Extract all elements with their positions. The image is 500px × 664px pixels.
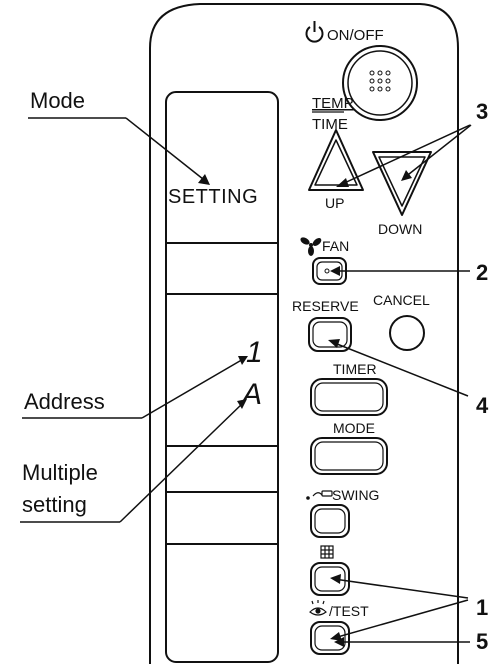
eye-icon <box>309 600 327 616</box>
swing-label: SWING <box>332 487 379 503</box>
reserve-button[interactable] <box>308 317 352 352</box>
remote-body <box>149 3 459 664</box>
arrowhead <box>237 399 247 409</box>
arrowhead <box>328 339 340 348</box>
on-off-label: ON/OFF <box>327 27 384 44</box>
fan-icon <box>300 237 322 256</box>
callout-leader <box>141 357 246 419</box>
callout-multiple-setting-line1: Multiple <box>22 460 98 485</box>
arrowhead <box>336 178 349 187</box>
lcd-address-digit: 1 <box>246 336 263 369</box>
cancel-label: CANCEL <box>373 292 430 308</box>
cancel-button[interactable] <box>389 315 425 351</box>
mode-label: MODE <box>333 420 375 436</box>
inspection-button[interactable] <box>310 562 350 596</box>
callout-number-4: 4 <box>476 393 489 418</box>
arrowhead <box>238 356 248 365</box>
callout-number-3: 3 <box>476 99 488 124</box>
down-label: DOWN <box>378 221 422 237</box>
callout-leader <box>333 599 469 639</box>
up-button[interactable] <box>308 129 364 191</box>
callout-leader <box>125 117 209 184</box>
callout-number-5: 5 <box>476 629 488 654</box>
callout-leader <box>403 124 472 179</box>
timer-button[interactable] <box>310 378 388 416</box>
callout-multiple-setting-line2: setting <box>22 492 87 517</box>
reserve-label: RESERVE <box>292 298 359 314</box>
swing-icon <box>306 490 333 500</box>
callout-number-2: 2 <box>476 260 488 285</box>
fan-label: FAN <box>322 238 349 254</box>
grid-icon <box>320 545 334 559</box>
callout-number-1: 1 <box>476 595 488 620</box>
arrowhead <box>330 574 341 584</box>
arrowhead <box>401 170 412 181</box>
arrowhead <box>198 174 210 185</box>
lcd-panel <box>165 91 279 663</box>
arrowhead <box>330 266 340 276</box>
power-icon <box>305 21 324 43</box>
arrowhead <box>334 637 344 647</box>
timer-label: TIMER <box>333 361 377 377</box>
up-label: UP <box>325 195 344 211</box>
time-label: TIME <box>312 116 348 133</box>
down-button[interactable] <box>372 151 432 216</box>
test-label: /TEST <box>329 603 369 619</box>
test-button[interactable] <box>310 621 350 655</box>
lcd-mode-text: SETTING <box>168 186 258 208</box>
callout-leader <box>339 124 471 186</box>
mode-button[interactable] <box>310 437 388 475</box>
callout-leader <box>333 578 469 599</box>
callout-leader <box>119 401 245 523</box>
grille-icon <box>369 70 391 92</box>
callout-address: Address <box>24 389 105 414</box>
callout-leader <box>331 341 469 397</box>
arrowhead <box>330 632 342 641</box>
lcd-multiple-digit: A <box>240 378 262 411</box>
callout-mode: Mode <box>30 88 85 113</box>
temp-label: TEMP <box>312 95 354 112</box>
swing-button[interactable] <box>310 504 350 538</box>
